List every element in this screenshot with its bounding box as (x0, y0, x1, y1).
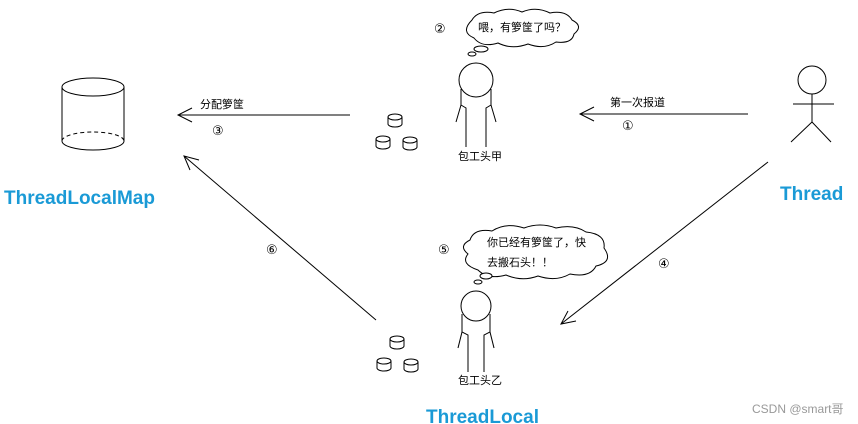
arrow-step3 (176, 107, 350, 123)
basket-icon (376, 357, 392, 372)
basket-icon (387, 113, 403, 128)
arrow-step4 (560, 161, 769, 325)
speech-bottom-line1: 你已经有箩筐了，快 (487, 235, 586, 249)
foreman-a-name: 包工头甲 (458, 150, 502, 163)
threadlocalmap-cylinder (61, 77, 125, 151)
threadlocalmap-label: ThreadLocalMap (4, 188, 155, 209)
threadlocal-label: ThreadLocal (426, 407, 539, 424)
baskets-bottom (376, 335, 419, 373)
step5-marker: ⑤ (438, 243, 450, 258)
thread-label: Thread (780, 184, 843, 205)
step6-marker: ⑥ (266, 243, 278, 258)
step4-marker: ④ (658, 257, 670, 272)
arrow-step1 (578, 106, 748, 122)
foreman-a-figure (455, 62, 497, 147)
step1-marker: ① (622, 119, 634, 134)
watermark-text: CSDN @smart哥 (752, 402, 844, 416)
foreman-b-figure (457, 290, 495, 372)
basket-icon (389, 335, 405, 350)
basket-icon (402, 136, 418, 151)
thread-figure (790, 65, 834, 143)
basket-icon (375, 135, 391, 150)
basket-icon (403, 358, 419, 373)
speech-bubble-top (466, 8, 579, 57)
baskets-top (375, 113, 418, 151)
step3-marker: ③ (212, 124, 224, 139)
foreman-b-name: 包工头乙 (458, 374, 502, 387)
arrow-step6 (183, 155, 377, 321)
speech-bubble-bottom (463, 224, 609, 285)
arrow-step3-text: 分配箩筐 (200, 97, 244, 111)
arrow-step1-text: 第一次报道 (610, 95, 665, 109)
step2-marker: ② (434, 22, 446, 37)
speech-bottom-line2: 去搬石头！！ (487, 255, 553, 269)
speech-top-text: 喂，有箩筐了吗？ (478, 20, 566, 34)
